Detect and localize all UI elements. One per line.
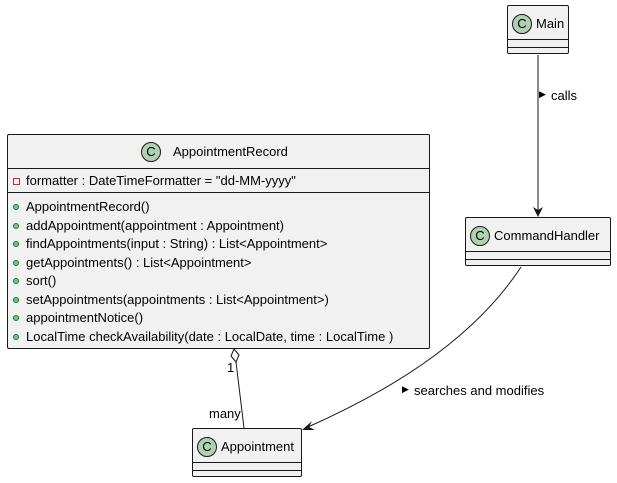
class-name: Appointment (221, 439, 294, 454)
class-divider (8, 168, 429, 169)
public-method-marker (13, 297, 19, 303)
method-find-appointments: findAppointments(input : String) : List<… (26, 236, 328, 251)
method-sort: sort() (26, 273, 57, 288)
class-divider (466, 251, 610, 252)
aggregation-diamond (230, 348, 240, 363)
method-set-appointments: setAppointments(appointments : List<Appo… (26, 292, 329, 307)
method-add-appointment: addAppointment(appointment : Appointment… (26, 218, 285, 233)
field-formatter: formatter : DateTimeFormatter = "dd-MM-y… (26, 173, 296, 188)
public-method-marker (13, 204, 19, 210)
aggregation-edge (235, 361, 245, 429)
class-divider (466, 259, 610, 260)
class-appointment[interactable]: C Appointment (192, 428, 302, 477)
class-stereotype-icon: C (141, 142, 161, 162)
calls-direction-icon: ▶ (539, 89, 546, 99)
class-name: Main (536, 16, 565, 31)
method-check-availability: LocalTime checkAvailability(date : Local… (26, 329, 394, 344)
searches-arrowhead (302, 421, 315, 430)
calls-label: calls (551, 88, 578, 103)
class-divider (508, 39, 568, 40)
calls-arrowhead (533, 207, 543, 217)
method-constructor: AppointmentRecord() (26, 199, 150, 214)
class-stereotype-icon: C (470, 226, 490, 246)
searches-label: searches and modifies (414, 383, 545, 398)
method-get-appointments: getAppointments() : List<Appointment> (26, 255, 252, 270)
method-appointment-notice: appointmentNotice() (26, 310, 144, 325)
class-command-handler[interactable]: C CommandHandler (465, 217, 611, 266)
public-method-marker (13, 334, 19, 340)
class-name: CommandHandler (494, 228, 600, 243)
multiplicity-many: many (209, 406, 241, 421)
class-divider (193, 462, 301, 463)
public-method-marker (13, 315, 19, 321)
class-divider (508, 47, 568, 48)
searches-edge (307, 266, 522, 428)
searches-direction-icon: ▶ (402, 384, 409, 394)
class-main[interactable]: C Main (507, 5, 569, 54)
class-stereotype-icon: C (512, 14, 532, 34)
class-stereotype-icon: C (197, 437, 217, 457)
public-method-marker (13, 241, 19, 247)
public-method-marker (13, 260, 19, 266)
class-name: AppointmentRecord (173, 144, 288, 159)
class-divider (8, 192, 429, 193)
class-divider (193, 470, 301, 471)
public-method-marker (13, 223, 19, 229)
public-method-marker (13, 278, 19, 284)
multiplicity-one: 1 (227, 360, 235, 375)
private-field-marker (13, 178, 20, 185)
class-appointment-record[interactable]: C AppointmentRecord formatter : DateTime… (7, 134, 430, 349)
